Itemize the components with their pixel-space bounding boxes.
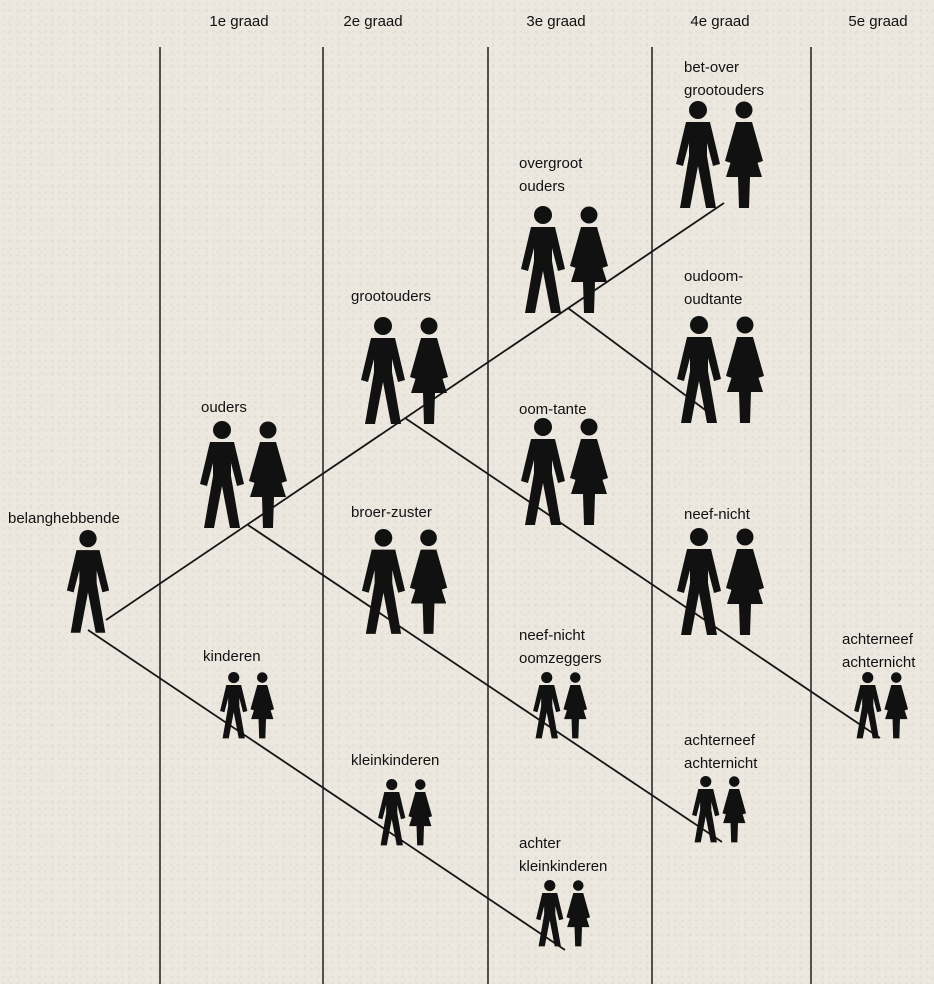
man-icon — [361, 529, 406, 634]
connector-line — [247, 524, 723, 843]
label-oudoom-oudtante: oudoom- oudtante — [684, 268, 744, 308]
label-overgroot-ouders: overgroot ouders — [519, 155, 583, 195]
man-icon — [361, 317, 405, 424]
label-neef-nicht-oomzeggers: neef-nicht oomzeggers — [519, 627, 602, 667]
great-great-grandparents-figures — [676, 101, 763, 208]
woman-icon — [725, 101, 763, 208]
label-ouders: ouders — [201, 399, 247, 416]
label-grootouders: grootouders — [351, 288, 432, 305]
man-icon — [66, 530, 110, 633]
label-achterneef-achternicht-5: achterneef achternicht — [842, 631, 916, 671]
grandparents-figures — [361, 317, 448, 424]
man-icon — [677, 528, 721, 635]
greatgrandparents-figures — [521, 206, 608, 313]
woman-icon — [722, 776, 747, 843]
label-belanghebbende: belanghebbende — [8, 510, 120, 527]
woman-icon — [563, 672, 588, 739]
man-icon — [521, 206, 565, 313]
column-header-4: 4e graad — [690, 13, 750, 30]
woman-icon — [409, 529, 448, 634]
woman-icon — [410, 317, 448, 424]
man-icon — [692, 776, 720, 843]
label-achterneef-achternicht-4: achterneef achternicht — [684, 732, 758, 772]
label-oom-tante: oom-tante — [519, 401, 587, 418]
label-kinderen: kinderen — [203, 648, 261, 665]
column-header-3: 3e graad — [526, 13, 586, 30]
label-bet-over-grootouders: bet-over grootouders — [684, 59, 765, 99]
man-icon — [676, 101, 720, 208]
column-header-1: 1e graad — [209, 13, 269, 30]
man-icon — [536, 880, 564, 947]
label-broer-zuster: broer-zuster — [351, 504, 432, 521]
grandnephew-5-figures — [854, 672, 909, 739]
man-icon — [854, 672, 882, 739]
man-icon — [533, 672, 561, 739]
label-neef-nicht: neef-nicht — [684, 506, 750, 523]
granduncle-grandaunt-figures — [677, 316, 764, 423]
siblings-figures — [361, 529, 448, 634]
grandnephew-4-figures — [692, 776, 747, 843]
man-icon — [677, 316, 721, 423]
connector-line — [105, 202, 725, 621]
connector-line — [404, 417, 881, 739]
woman-icon — [566, 880, 591, 947]
woman-icon — [726, 528, 764, 635]
woman-icon — [570, 206, 608, 313]
woman-icon — [408, 779, 433, 846]
man-icon — [378, 779, 406, 846]
woman-icon — [250, 672, 275, 739]
nephew-niece-figures — [533, 672, 588, 739]
man-icon — [200, 421, 244, 528]
children-figures — [220, 672, 275, 739]
column-header-2: 2e graad — [343, 13, 403, 30]
cousin-figures — [677, 528, 764, 635]
woman-icon — [570, 418, 608, 525]
parents-figures — [200, 421, 287, 528]
column-header-5: 5e graad — [848, 13, 908, 30]
label-achter-kleinkinderen: achter kleinkinderen — [519, 835, 608, 875]
label-kleinkinderen: kleinkinderen — [351, 752, 440, 769]
connector-line — [87, 629, 566, 951]
woman-icon — [249, 421, 287, 528]
grandchildren-figures — [378, 779, 433, 846]
woman-icon — [726, 316, 764, 423]
woman-icon — [884, 672, 909, 739]
greatgrandchildren-figures — [536, 880, 591, 947]
uncle-aunt-figures — [521, 418, 608, 525]
man-icon — [521, 418, 565, 525]
man-icon — [220, 672, 248, 739]
